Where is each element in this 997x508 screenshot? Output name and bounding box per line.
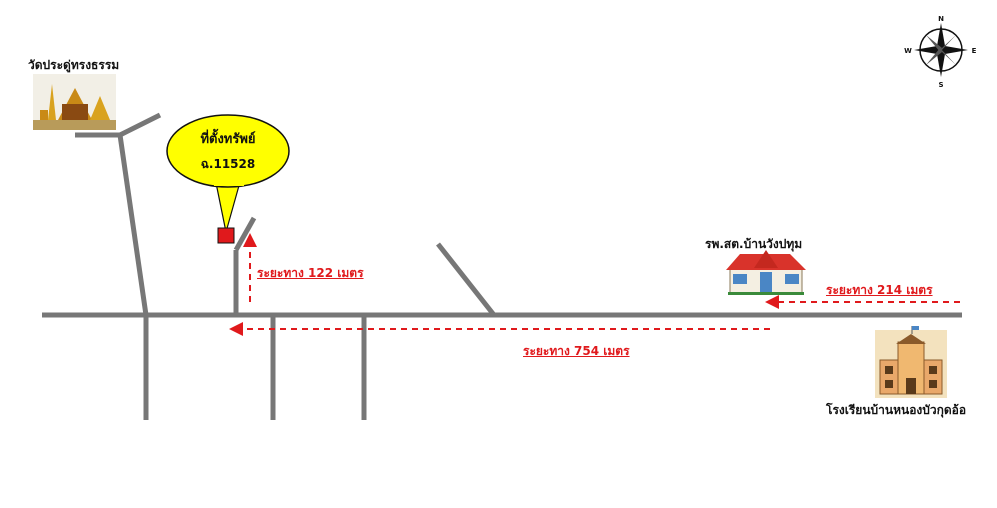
distance-754-label: ระยะทาง 754 เมตร bbox=[523, 344, 630, 358]
distance-122-label: ระยะทาง 122 เมตร bbox=[257, 266, 364, 280]
temple-label: วัดประดู่ทรงธรรม bbox=[28, 58, 120, 72]
property-deed: ฉ.11528 bbox=[201, 157, 255, 171]
property-title: ที่ตั้งทรัพย์ bbox=[200, 128, 255, 147]
hospital-icon bbox=[726, 250, 806, 295]
compass-e: E bbox=[972, 47, 977, 55]
compass-s: S bbox=[938, 81, 943, 89]
school-icon bbox=[875, 326, 947, 398]
temple-road-top-right bbox=[118, 112, 162, 138]
temple-road bbox=[117, 134, 149, 316]
temple-icon bbox=[33, 74, 116, 130]
diagonal-road bbox=[436, 242, 496, 317]
compass-rose: N S W E bbox=[904, 15, 976, 89]
property-callout: ที่ตั้งทรัพย์ ฉ.11528 bbox=[166, 114, 290, 233]
compass-n: N bbox=[938, 15, 944, 23]
road-network bbox=[42, 112, 962, 420]
route-lines bbox=[229, 233, 960, 336]
school-label: โรงเรียนบ้านหนองบัวกุดอ้อ bbox=[826, 403, 967, 417]
compass-w: W bbox=[904, 47, 912, 55]
property-marker bbox=[217, 227, 235, 244]
distance-214-label: ระยะทาง 214 เมตร bbox=[826, 283, 933, 297]
hospital-label: รพ.สต.บ้านวังปทุม bbox=[705, 237, 803, 251]
property-road-branch bbox=[233, 216, 257, 252]
